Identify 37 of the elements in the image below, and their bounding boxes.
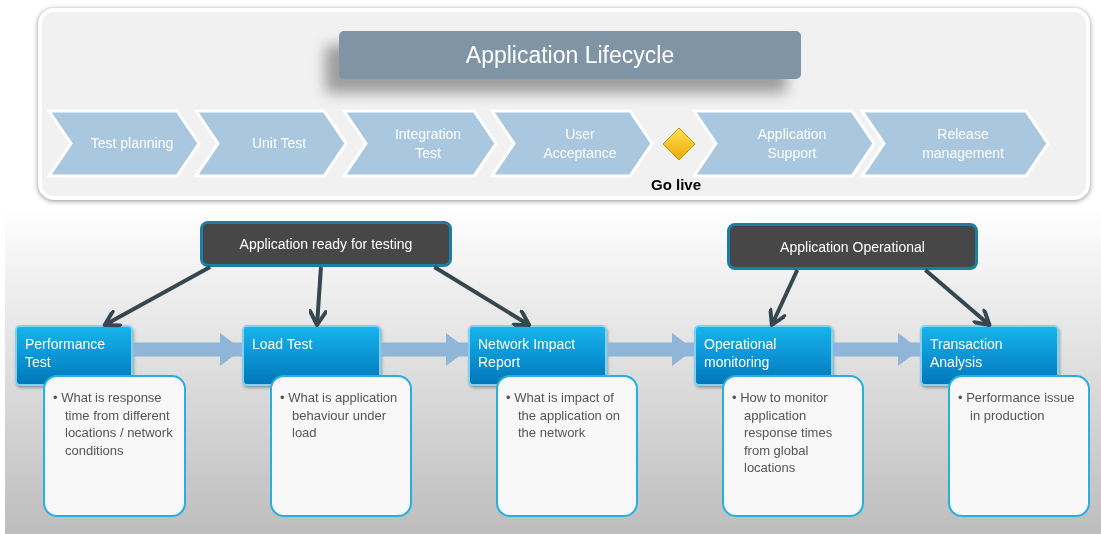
step-label: Test planning	[89, 134, 175, 153]
description-card	[948, 375, 1090, 517]
arrow	[768, 269, 800, 327]
trigger-label: Application ready for testing	[239, 236, 413, 252]
header-label: Operational monitoring	[704, 336, 777, 371]
header-label: Load Test	[252, 336, 313, 352]
block-arrow	[833, 332, 920, 366]
step-label: Application Support	[756, 125, 828, 162]
description-card	[270, 375, 412, 517]
bullet-text: • What is impact of the application on the network	[506, 389, 621, 442]
arrow	[308, 266, 328, 327]
bullet-text: • Performance issue in production	[958, 389, 1076, 425]
description-card	[722, 375, 864, 517]
bullet-text: • How to monitor application response times from global locations	[732, 389, 834, 477]
trigger-label: Application Operational	[780, 238, 925, 255]
bullet-text: • What is application behaviour under load	[280, 389, 399, 442]
block-arrow	[133, 332, 242, 366]
header-label: Network Impact Report	[478, 336, 576, 371]
arrow	[433, 265, 532, 327]
block-arrow	[381, 332, 468, 366]
step-label: User Acceptance	[542, 125, 618, 162]
title-text: Application Lifecycle	[465, 41, 675, 69]
arrow	[924, 268, 992, 327]
bullet-text: • What is response time from different locations / network conditions	[53, 389, 174, 460]
step-label: Release management	[921, 125, 1005, 162]
title-bar	[339, 31, 801, 79]
description-card	[496, 375, 638, 517]
block-arrow	[607, 332, 694, 366]
header-label: Transaction Analysis	[930, 336, 1003, 371]
description-card	[43, 375, 186, 517]
step-label: Unit Test	[250, 134, 308, 153]
milestone-label: Go live	[651, 176, 702, 193]
trigger-box	[200, 221, 452, 267]
arrow	[102, 265, 212, 328]
step-label: Integration Test	[393, 125, 463, 162]
trigger-box	[727, 223, 978, 270]
header-label: Performance Test	[25, 336, 106, 371]
